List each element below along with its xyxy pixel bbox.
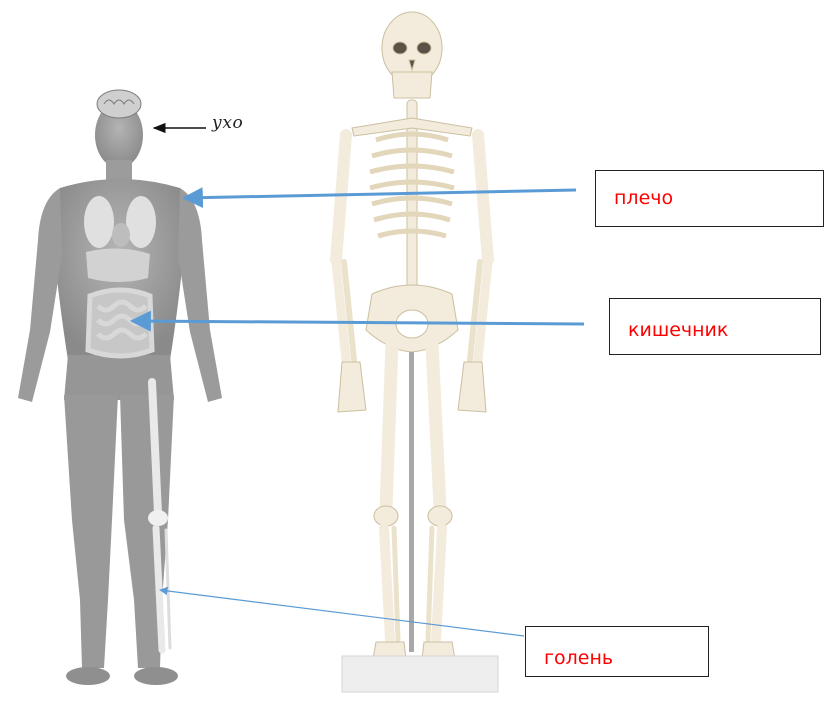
shoulder-label: плечо — [614, 187, 673, 209]
intestine-label-box: кишечник — [609, 298, 821, 355]
shoulder-pointer-arrow — [184, 190, 576, 198]
shoulder-label-box: плечо — [595, 170, 824, 227]
intestine-label: кишечник — [628, 319, 728, 341]
human-figure — [18, 90, 222, 685]
skeleton-model — [336, 12, 498, 692]
shin-pointer-arrow — [160, 590, 524, 636]
shin-label: голень — [544, 647, 613, 669]
shin-label-box: голень — [525, 626, 709, 677]
intestines — [88, 290, 152, 356]
ear-label: ухо — [212, 113, 243, 133]
